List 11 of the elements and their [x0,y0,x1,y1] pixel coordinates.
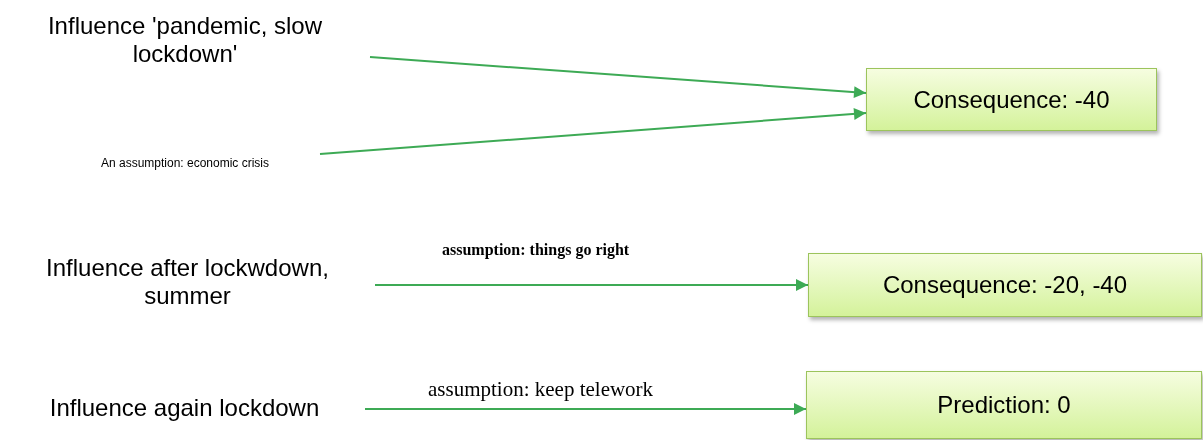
result-box: Prediction: 0 [806,371,1202,439]
influence-label: Influence again lockdown [4,392,365,424]
influence-label: An assumption: economic crisis [50,152,320,174]
influence-label: Influence 'pandemic, slow lockdown' [0,10,370,70]
arrow [364,403,807,415]
arrow [369,56,867,99]
result-box: Consequence: -40 [866,68,1157,131]
result-box: Consequence: -20, -40 [808,253,1202,317]
influence-label: Influence after lockwdown, summer [0,252,375,312]
arrow [374,279,809,291]
arrow [319,107,867,155]
